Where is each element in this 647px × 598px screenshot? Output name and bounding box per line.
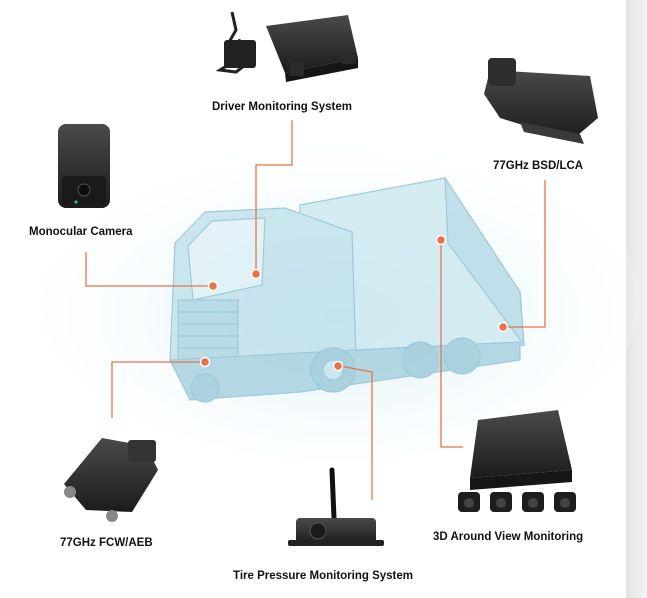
label-tpms: Tire Pressure Monitoring System (233, 570, 414, 582)
fcw-device-icon (64, 438, 158, 522)
label-avm: 3D Around View Monitoring (433, 531, 584, 543)
connector-avm (440, 240, 463, 448)
front-grille (177, 299, 239, 361)
dms-device-icon (215, 11, 358, 82)
bsd-device-icon (484, 58, 598, 144)
connector-dms (255, 120, 293, 272)
dot-mono (207, 280, 219, 292)
avm-device-icon (458, 410, 576, 512)
cab-windshield (187, 217, 266, 301)
trailer-side (444, 175, 525, 348)
wheel-front-left (190, 373, 220, 403)
wheel-rear-1 (401, 341, 439, 379)
truck-illustration (169, 175, 525, 403)
connector-lines (85, 120, 546, 500)
dot-fcw (199, 356, 211, 368)
dot-avm (435, 234, 447, 246)
connector-fcw (111, 361, 205, 418)
avm-camera-icons (458, 492, 576, 512)
monocular-camera-icon (58, 124, 110, 208)
connector-mono (85, 252, 213, 287)
connector-tpms (339, 365, 373, 500)
connector-bsd (505, 180, 546, 328)
label-fcw: 77GHz FCW/AEB (60, 537, 153, 549)
label-bsd: 77GHz BSD/LCA (493, 160, 584, 172)
label-dms: Driver Monitoring System (212, 101, 352, 113)
dot-tpms (332, 360, 344, 372)
label-monocular: Monocular Camera (29, 226, 133, 238)
dot-bsd (497, 321, 509, 333)
dot-dms (250, 268, 262, 280)
tpms-device-icon (288, 467, 384, 546)
wheel-rear-2 (443, 337, 481, 375)
connection-dots (199, 234, 509, 372)
